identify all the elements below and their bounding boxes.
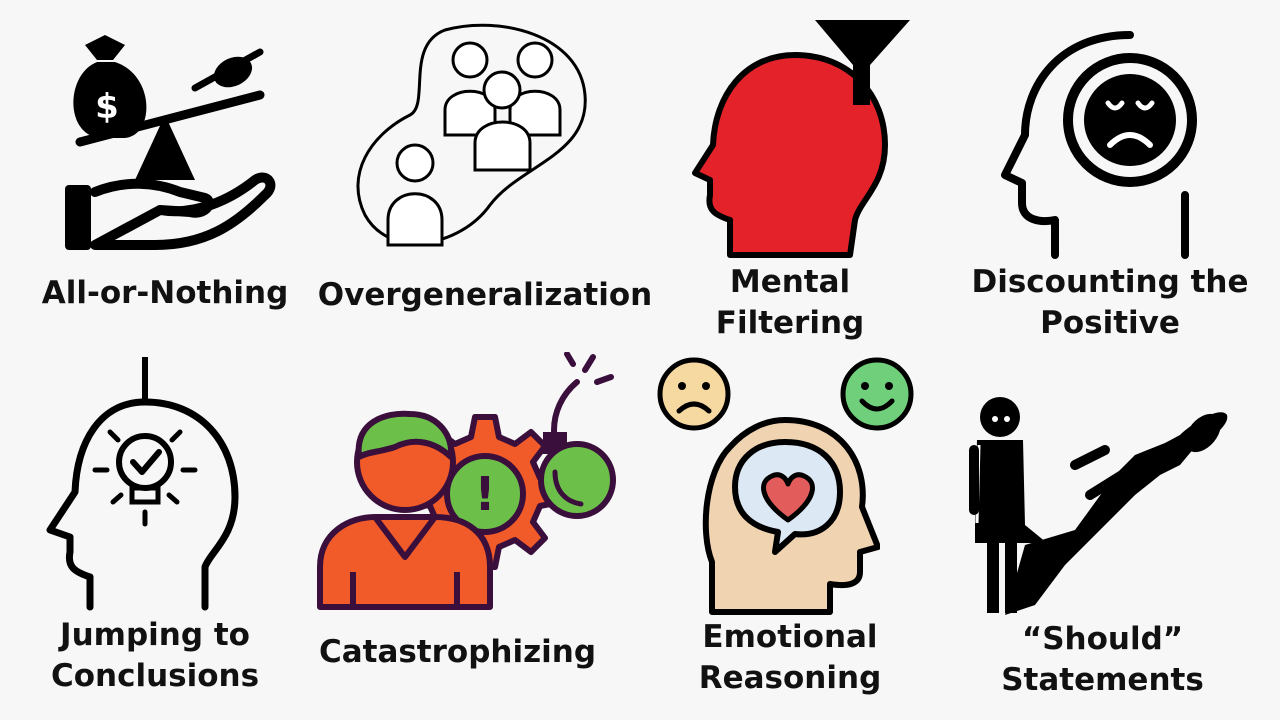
person-gear-bomb-icon: ! [317, 352, 616, 610]
label-discounting-positive: Discounting the Positive [971, 264, 1249, 341]
happy-face-icon [840, 357, 914, 431]
label-all-or-nothing: All-or-Nothing [41, 275, 289, 311]
people-group-icon [356, 23, 587, 247]
label-should-statements: “Should” Statements [1001, 621, 1204, 698]
head-sad-face-icon [1001, 31, 1197, 259]
head-lightbulb-icon [46, 357, 239, 611]
label-catastrophizing: Catastrophizing [318, 634, 597, 670]
balance-scale-hand-icon: $ [65, 35, 276, 250]
label-mental-filtering: Mental Filtering [715, 264, 865, 341]
head-heart-icon [702, 417, 880, 615]
sad-face-icon [657, 357, 731, 431]
exclamation-mark: ! [475, 467, 496, 521]
label-overgeneralization: Overgeneralization [317, 277, 653, 313]
head-funnel-icon [692, 20, 910, 258]
dollar-sign: $ [95, 87, 119, 127]
label-emotional-reasoning: Emotional Reasoning [698, 619, 882, 696]
person-shadow-icon [969, 397, 1228, 615]
label-jumping-conclusions: Jumping to Conclusions [50, 617, 260, 694]
